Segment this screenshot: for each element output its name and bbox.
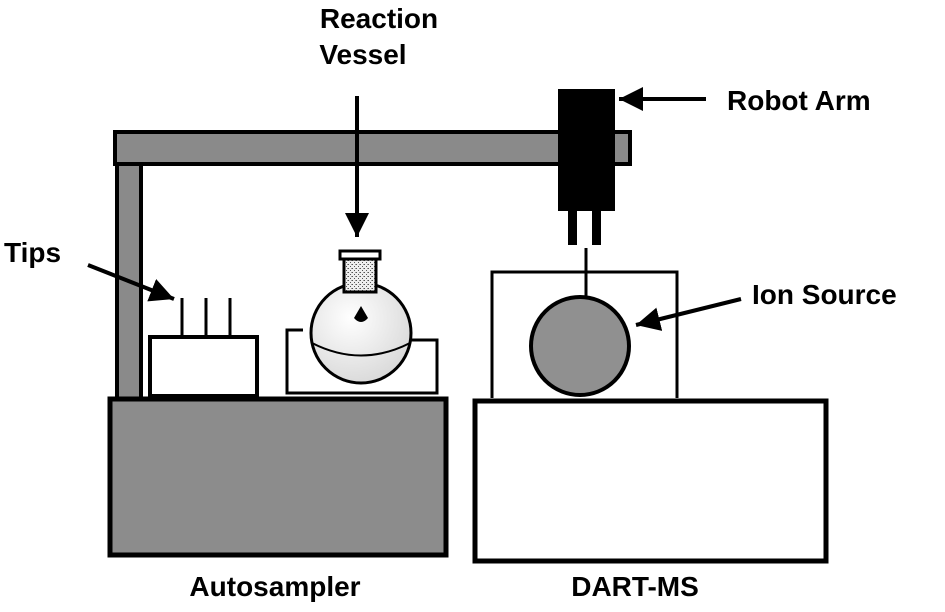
flask-neck-lip [338, 249, 382, 261]
tips-holder [148, 298, 259, 398]
tips-box [148, 335, 259, 398]
gantry-frame [113, 130, 632, 402]
reaction-vessel-label-line2: Vessel [319, 39, 406, 70]
robot-arm-label: Robot Arm [727, 85, 871, 116]
flask-bulb [309, 281, 413, 385]
autosampler-base [107, 396, 449, 558]
pointer-arrows [87, 87, 742, 331]
robot-arm [558, 89, 615, 245]
dart-ms-label: DART-MS [571, 571, 699, 602]
robot-arm-finger-right [592, 209, 601, 245]
autosampler-label: Autosampler [189, 571, 360, 602]
gantry-top-beam [113, 130, 632, 166]
dart-ms-base [472, 398, 829, 564]
tips-arrow [87, 263, 175, 302]
robot-arm-body [558, 89, 615, 211]
reaction-vessel-flask [309, 249, 413, 385]
robot-arm-finger-left [568, 209, 577, 245]
flask-stir-bar [354, 306, 368, 322]
reaction-vessel-label-line1: Reaction [320, 3, 438, 34]
ion-source-label: Ion Source [752, 279, 897, 310]
tips-label: Tips [4, 237, 61, 268]
flask-rack [285, 328, 439, 395]
flask-liquid-line [311, 342, 411, 357]
flask-neck [342, 254, 378, 294]
ion-source-arrow [635, 297, 742, 331]
ion-source [529, 295, 631, 397]
